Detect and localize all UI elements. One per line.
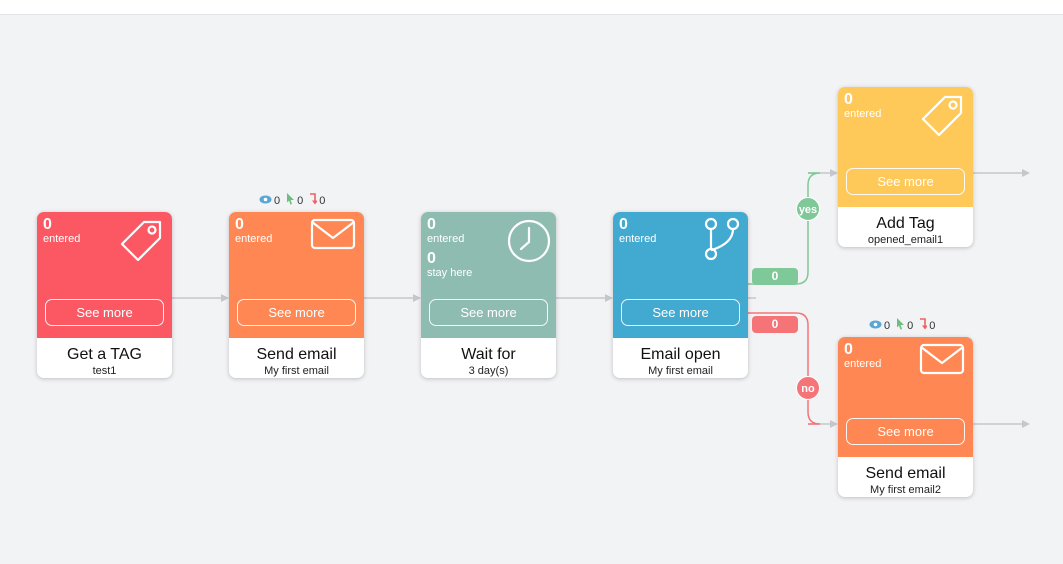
node-send-email[interactable]: 0 entered See more Send email My first e…: [229, 212, 364, 378]
cursor-icon: [286, 193, 295, 209]
node-email-open[interactable]: 0 entered See more Email open My first e…: [613, 212, 748, 378]
tag-icon: [118, 218, 164, 269]
no-branch-badge: no: [796, 376, 820, 400]
bounces-count: 0: [319, 195, 326, 207]
entered-label: entered: [43, 233, 81, 245]
yes-branch-badge: yes: [796, 197, 820, 221]
entered-count: 0: [844, 341, 853, 358]
bounce-icon: [309, 193, 319, 209]
node-title: Wait for: [461, 346, 516, 363]
node-get-a-tag[interactable]: 0 entered See more Get a TAG test1: [37, 212, 172, 378]
node-header: 0 entered 0 stay here See more: [421, 212, 556, 338]
node-subtitle: test1: [92, 365, 117, 377]
email-stats: 0 0 0: [869, 318, 939, 334]
node-subtitle: My first email2: [870, 484, 941, 496]
node-header: 0 entered See more: [838, 87, 973, 207]
node-title: Send email: [865, 465, 946, 482]
waiting-label: stay here: [427, 267, 473, 279]
entered-label: entered: [235, 233, 273, 245]
node-title: Add Tag: [876, 215, 935, 232]
entered-count: 0: [844, 91, 853, 108]
see-more-button[interactable]: See more: [429, 299, 548, 326]
node-wait-for[interactable]: 0 entered 0 stay here See more Wait for …: [421, 212, 556, 378]
envelope-icon: [919, 341, 965, 382]
node-header: 0 entered See more: [229, 212, 364, 338]
node-title: Get a TAG: [67, 346, 142, 363]
see-more-button[interactable]: See more: [237, 299, 356, 326]
node-header: 0 entered See more: [613, 212, 748, 338]
branch-icon: [702, 216, 742, 267]
node-subtitle: 3 day(s): [468, 365, 509, 377]
node-header: 0 entered See more: [37, 212, 172, 338]
clicks-count: 0: [297, 195, 304, 207]
email-stats: 0 0 0: [259, 193, 329, 209]
tag-icon: [919, 93, 965, 144]
entered-label: entered: [844, 108, 882, 120]
yes-branch-count: 0: [752, 268, 798, 285]
entered-count: 0: [619, 216, 628, 233]
waiting-count: 0: [427, 250, 436, 267]
eye-icon: [259, 194, 272, 208]
node-subtitle: My first email: [264, 365, 329, 377]
see-more-button[interactable]: See more: [45, 299, 164, 326]
node-header: 0 entered See more: [838, 337, 973, 457]
bounce-icon: [919, 318, 929, 334]
node-title: Send email: [256, 346, 337, 363]
entered-label: entered: [844, 358, 882, 370]
see-more-button[interactable]: See more: [621, 299, 740, 326]
entered-label: entered: [427, 233, 465, 245]
node-add-tag[interactable]: 0 entered See more Add Tag opened_email1: [838, 87, 973, 247]
see-more-button[interactable]: See more: [846, 168, 965, 195]
node-subtitle: opened_email1: [867, 234, 944, 246]
entered-count: 0: [43, 216, 52, 233]
see-more-button[interactable]: See more: [846, 418, 965, 445]
node-send-email-2[interactable]: 0 entered See more Send email My first e…: [838, 337, 973, 497]
entered-count: 0: [427, 216, 436, 233]
clicks-count: 0: [907, 320, 914, 332]
views-count: 0: [274, 195, 281, 207]
top-bar: [0, 0, 1063, 15]
node-title: Email open: [640, 346, 721, 363]
clock-icon: [506, 218, 552, 269]
node-subtitle: My first email: [648, 365, 713, 377]
entered-label: entered: [619, 233, 657, 245]
entered-count: 0: [235, 216, 244, 233]
envelope-icon: [310, 216, 356, 257]
eye-icon: [869, 319, 882, 333]
no-branch-count: 0: [752, 316, 798, 333]
bounces-count: 0: [929, 320, 936, 332]
views-count: 0: [884, 320, 891, 332]
cursor-icon: [896, 318, 905, 334]
